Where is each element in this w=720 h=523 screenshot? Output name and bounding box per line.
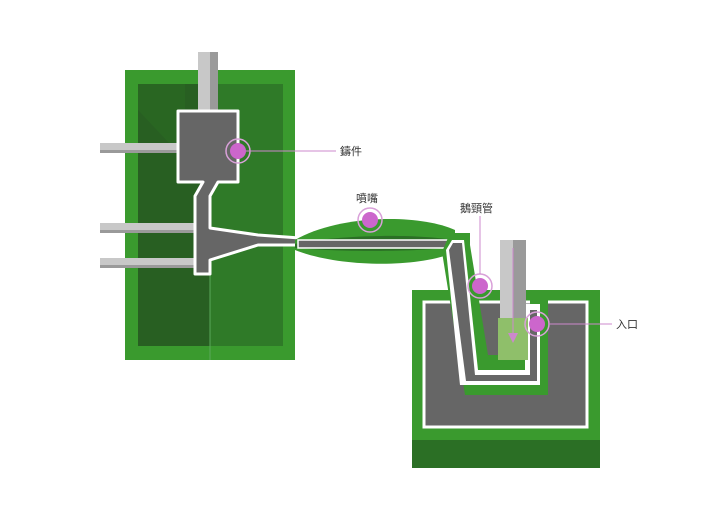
casting-cavity [176, 109, 302, 276]
label-casting: 鑄件 [340, 144, 362, 158]
label-gooseneck: 鵝頸管 [460, 201, 493, 215]
marker-casting [225, 138, 336, 164]
marker-gooseneck [467, 216, 493, 299]
flow-arrow-icon [508, 248, 518, 343]
label-inlet: 入口 [616, 318, 638, 331]
label-nozzle: 噴嘴 [356, 192, 378, 205]
ejector-pins [100, 143, 200, 268]
marker-nozzle [357, 207, 383, 233]
gooseneck [442, 233, 548, 395]
marker-inlet [524, 311, 612, 337]
